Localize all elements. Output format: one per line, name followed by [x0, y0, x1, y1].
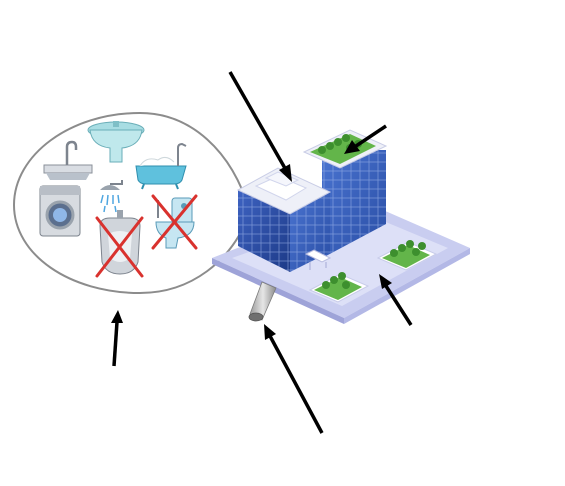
washbasin-icon: [87, 121, 145, 163]
roof-arrow: [228, 71, 292, 182]
washing-machine-icon: [39, 185, 81, 237]
building-site-platform: [212, 200, 470, 324]
ground-garden-left: [308, 272, 370, 303]
bathtub-icon: [135, 142, 187, 190]
drain-pipe-arrow: [264, 324, 324, 434]
urinal-not-allowed-cross-icon: [95, 216, 144, 278]
roof-garden-arrow: [344, 124, 387, 154]
shower-icon: [100, 180, 123, 213]
ground-garden-arrow: [379, 274, 413, 326]
kitchen-sink-icon: [43, 140, 93, 180]
fixtures-callout: [12, 111, 252, 295]
fixtures-arrow: [111, 310, 123, 367]
drain-pipe: [248, 281, 277, 322]
ground-garden-right: [376, 240, 438, 271]
toilet-not-allowed-cross-icon: [151, 194, 198, 250]
